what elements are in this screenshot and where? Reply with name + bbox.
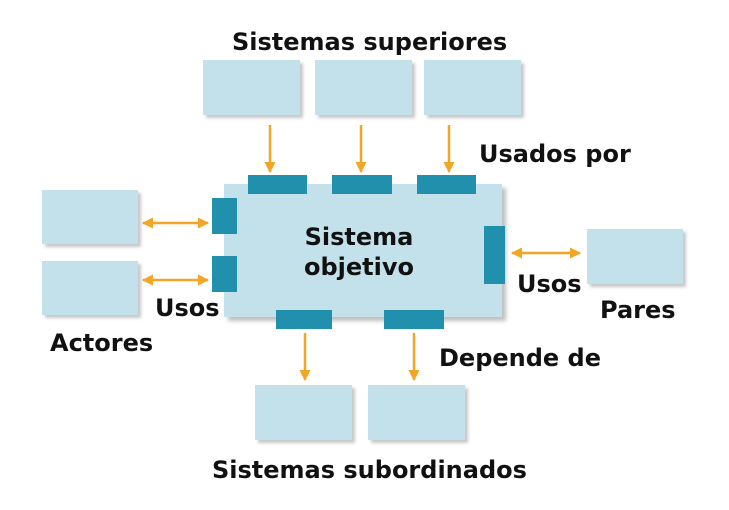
subordinate-system-box-2 [368, 385, 465, 440]
superior-systems-label: Sistemas superiores [232, 28, 508, 56]
peers-uses-label: Usos [517, 270, 582, 298]
actors-uses-label: Usos [155, 294, 220, 322]
target-system-label-line1: Sistema [304, 223, 414, 251]
actors-label: Actores [50, 329, 154, 357]
actor-box-1 [42, 190, 138, 244]
superior-system-box-2 [315, 60, 412, 115]
superior-system-box-3 [424, 60, 521, 115]
port-top-2 [332, 175, 392, 194]
actor-box-2 [42, 261, 138, 315]
port-left-1 [212, 198, 237, 234]
subordinate-system-box-1 [255, 385, 352, 440]
port-bottom-1 [276, 310, 332, 329]
port-top-1 [248, 175, 307, 194]
subordinate-systems-label: Sistemas subordinados [212, 456, 527, 484]
target-system-label-line2: objetivo [303, 253, 414, 281]
port-left-2 [212, 256, 237, 292]
depends-on-label: Depende de [439, 344, 602, 372]
superior-system-box-1 [203, 60, 300, 115]
used-by-label: Usados por [479, 140, 631, 168]
port-top-3 [417, 175, 476, 194]
port-right [484, 226, 505, 284]
peer-box [587, 229, 683, 284]
target-system-label: Sistema objetivo [259, 222, 459, 282]
peers-label: Pares [600, 296, 676, 324]
target-system-box [224, 184, 502, 317]
port-bottom-2 [384, 310, 444, 329]
